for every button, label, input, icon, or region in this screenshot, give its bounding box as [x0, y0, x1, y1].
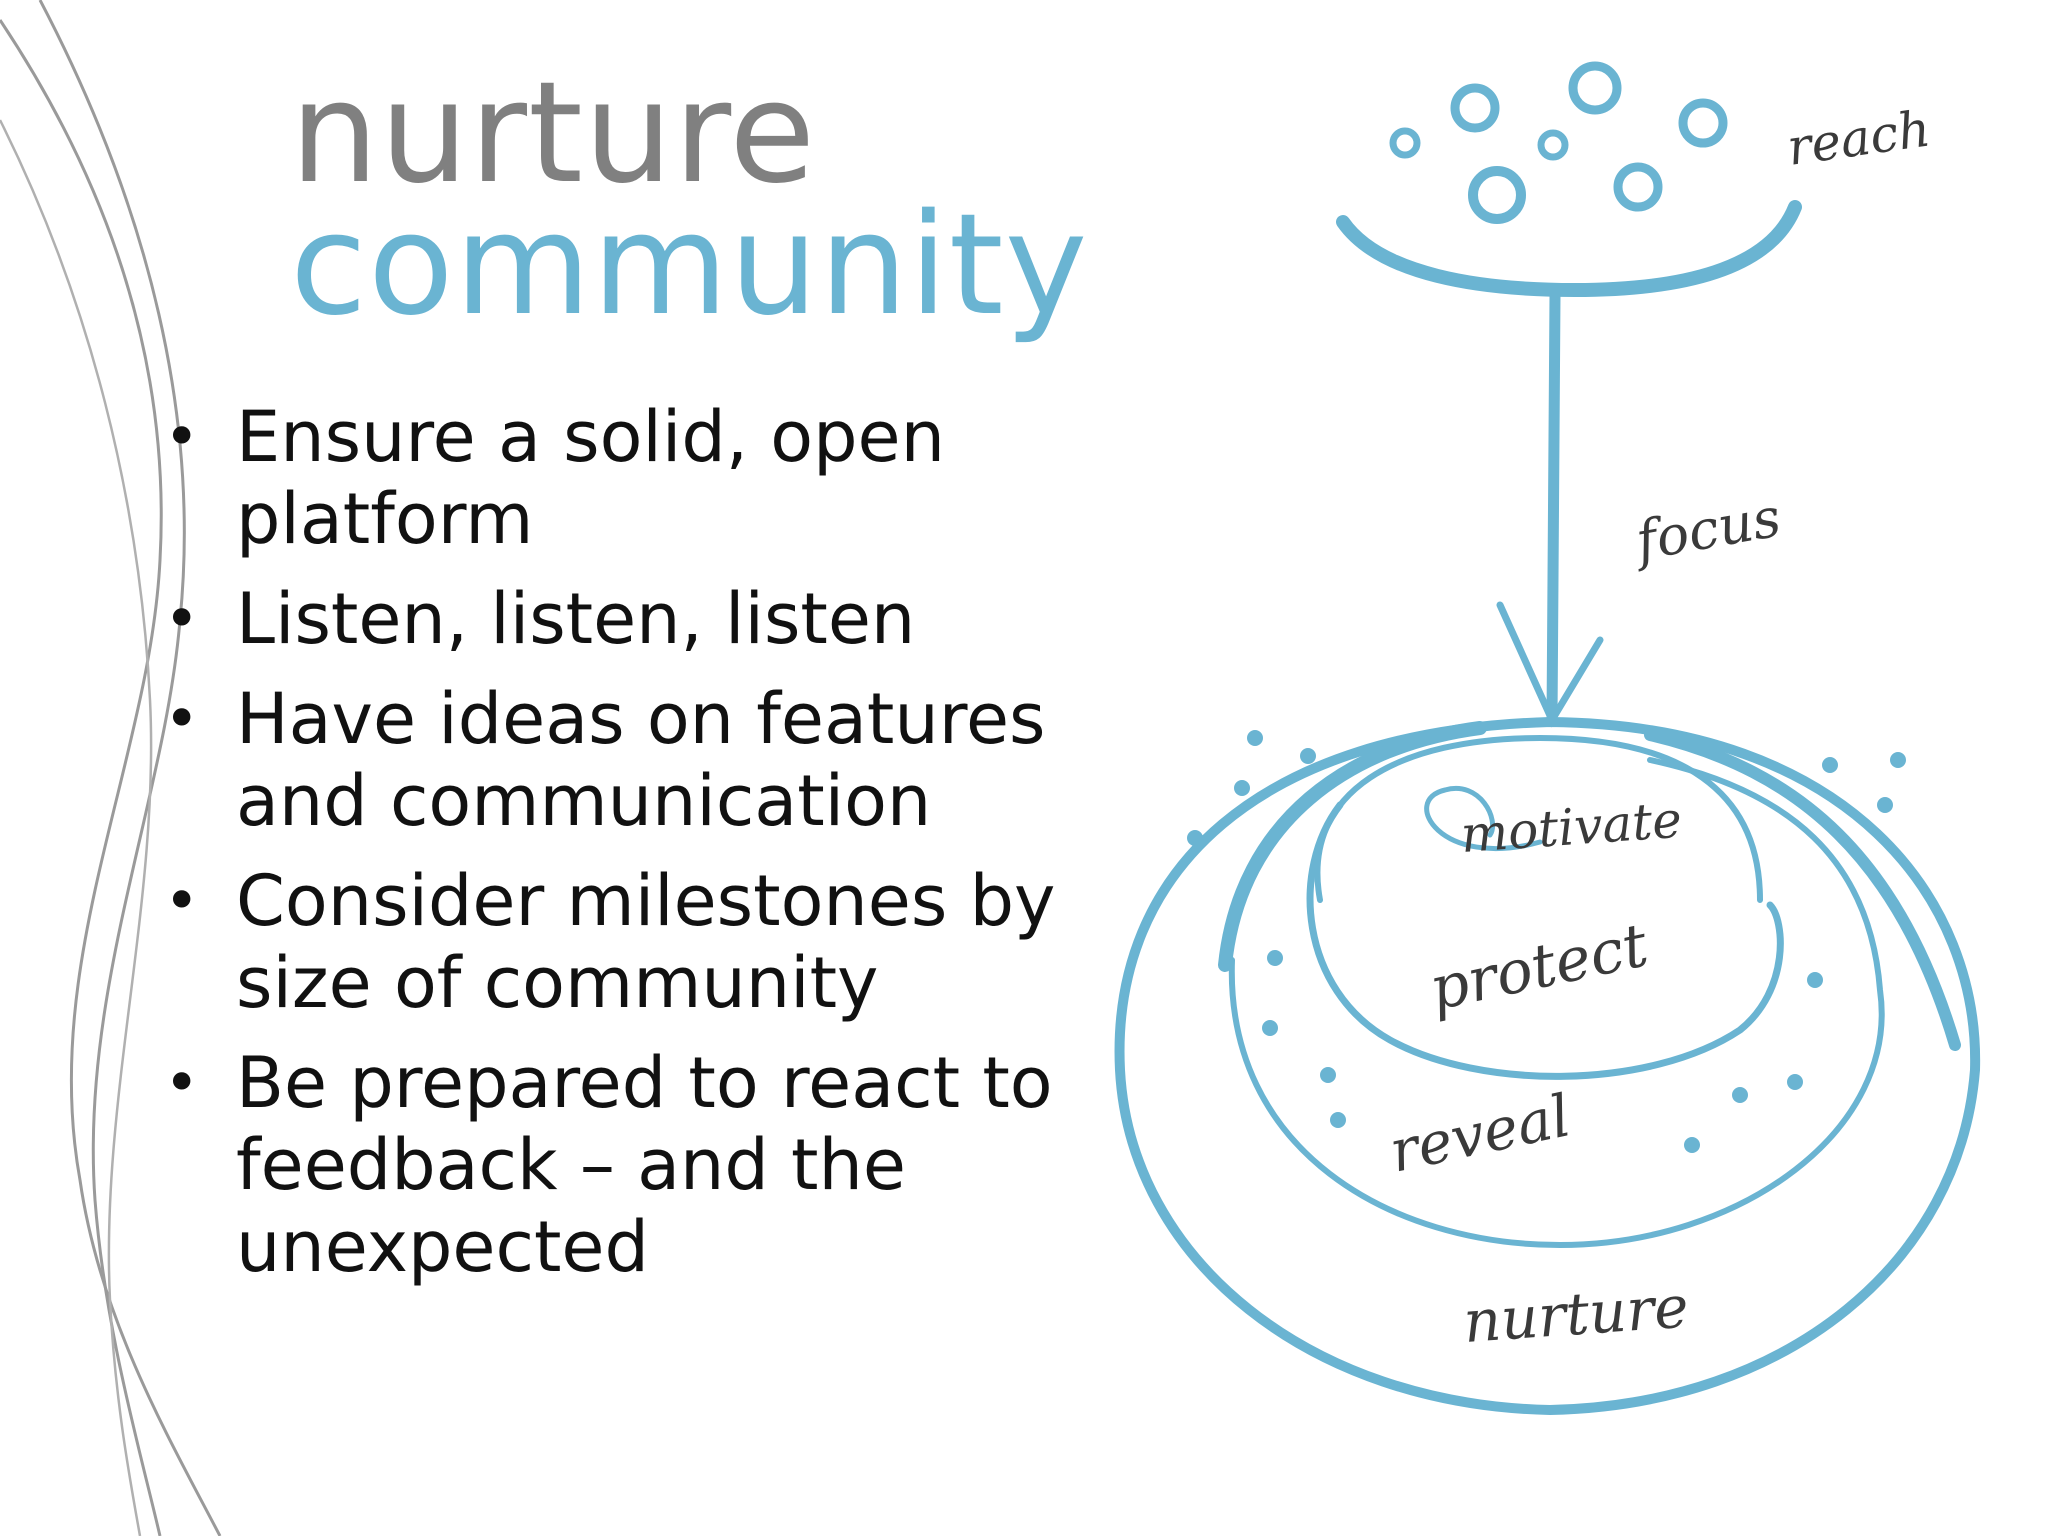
bubble-icon	[1389, 127, 1421, 159]
label-reveal: reveal	[1384, 1081, 1576, 1185]
bullet-dot-icon: •	[164, 402, 200, 472]
dot-icon	[1890, 752, 1906, 768]
reveal-ring	[1228, 757, 1885, 1249]
bullet-dot-icon: •	[164, 866, 200, 936]
bullet-text: Ensure a solid, open platform	[236, 396, 945, 560]
dot-icon	[1877, 797, 1893, 813]
outer-sweep	[1218, 721, 1487, 972]
dot-icon	[1247, 730, 1263, 746]
bullet-list: • Ensure a solid, open platform • Listen…	[160, 396, 1060, 1306]
motivate-ring	[1314, 734, 1763, 903]
title-line-nurture: nurture	[290, 52, 817, 215]
dot-icon	[1330, 1112, 1346, 1128]
bubble-icon	[1450, 83, 1500, 133]
slide-title: nurture community	[290, 64, 1088, 336]
bullet-dot-icon: •	[164, 684, 200, 754]
bullet-item: • Have ideas on features and communicati…	[160, 678, 1060, 842]
dot-icon	[1320, 1067, 1336, 1083]
label-motivate: motivate	[1459, 791, 1684, 864]
dot-icon	[1187, 830, 1203, 846]
bubble-icon	[1613, 162, 1663, 212]
label-protect: protect	[1424, 910, 1655, 1025]
bubble-icon	[1468, 166, 1526, 224]
dot-icon	[1300, 748, 1316, 764]
dot-icon	[1267, 950, 1283, 966]
bullet-text: Be prepared to react to feedback – and t…	[236, 1042, 1053, 1288]
bullet-item: • Be prepared to react to feedback – and…	[160, 1042, 1060, 1288]
dot-icon	[1787, 1074, 1803, 1090]
bullet-item: • Consider milestones by size of communi…	[160, 860, 1060, 1024]
dot-icon	[1822, 757, 1838, 773]
protect-ring	[1306, 801, 1784, 1080]
bullet-item: • Ensure a solid, open platform	[160, 396, 1060, 560]
bubble-icon	[1537, 129, 1569, 161]
motivate-loop-icon	[1424, 785, 1543, 851]
bowl-shape	[1336, 200, 1802, 298]
outer-sweep	[1644, 729, 1961, 1051]
bullet-item: • Listen, listen, listen	[160, 578, 1060, 660]
nurture-ring	[1114, 716, 1981, 1416]
dot-icon	[1262, 1020, 1278, 1036]
bullet-dot-icon: •	[164, 584, 200, 654]
bullet-dot-icon: •	[164, 1048, 200, 1118]
label-focus: focus	[1627, 486, 1785, 574]
title-line-community: community	[290, 184, 1089, 347]
bullet-text: Listen, listen, listen	[236, 578, 916, 660]
bubble-icon	[1568, 61, 1622, 115]
dot-icon	[1684, 1137, 1700, 1153]
bullet-text: Have ideas on features and communication	[236, 678, 1046, 842]
community-funnel-diagram: reach focus motivate protect reveal nurt…	[1114, 61, 1981, 1416]
bubble-icon	[1678, 98, 1728, 148]
label-reach: reach	[1784, 99, 1934, 176]
dot-icon	[1234, 780, 1250, 796]
dot-icon	[1732, 1087, 1748, 1103]
focus-stem	[1546, 289, 1561, 726]
label-nurture: nurture	[1461, 1272, 1690, 1356]
bullet-text: Consider milestones by size of community	[236, 860, 1056, 1024]
dot-icon	[1807, 972, 1823, 988]
